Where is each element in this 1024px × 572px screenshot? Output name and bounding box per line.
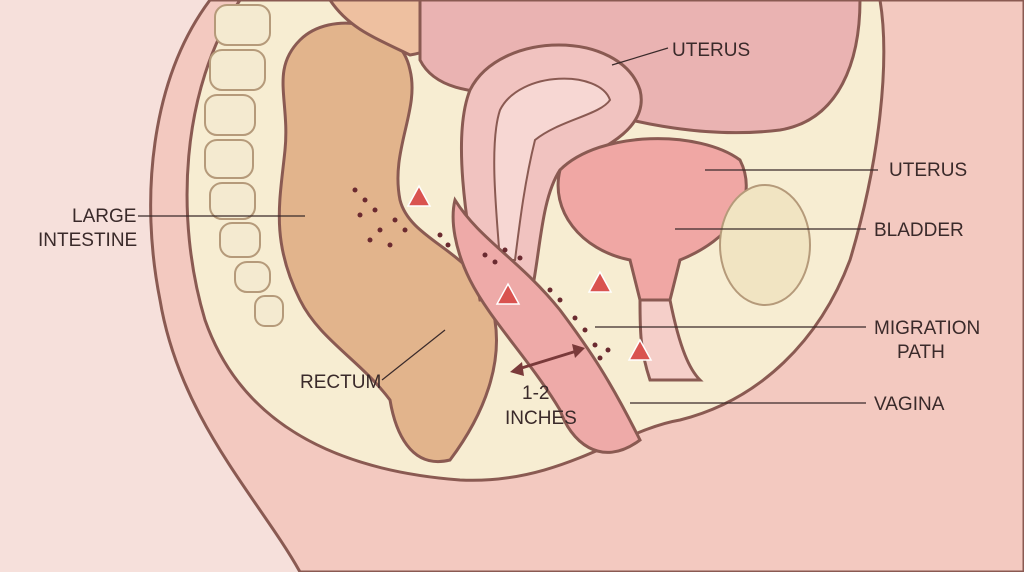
label-migration-path: MIGRATION PATH	[874, 318, 986, 363]
label-large-intestine: LARGE INTESTINE	[38, 206, 142, 251]
migration-dots	[352, 187, 611, 361]
label-uterus-right: UTERUS	[889, 160, 967, 181]
large-intestine	[277, 21, 498, 464]
pubic-bone	[719, 184, 811, 306]
label-rectum: RECTUM	[300, 372, 381, 393]
leader-lines	[138, 47, 878, 404]
uterine-cavity	[493, 77, 612, 261]
label-bladder: BLADDER	[874, 220, 964, 241]
vagina	[451, 196, 642, 454]
label-uterus-top: UTERUS	[672, 40, 750, 61]
double-arrow-icon	[510, 344, 585, 376]
label-vagina: VAGINA	[874, 394, 945, 415]
warning-icon	[406, 184, 653, 361]
spine	[204, 4, 284, 327]
label-distance: 1-2 INCHES	[505, 383, 577, 429]
